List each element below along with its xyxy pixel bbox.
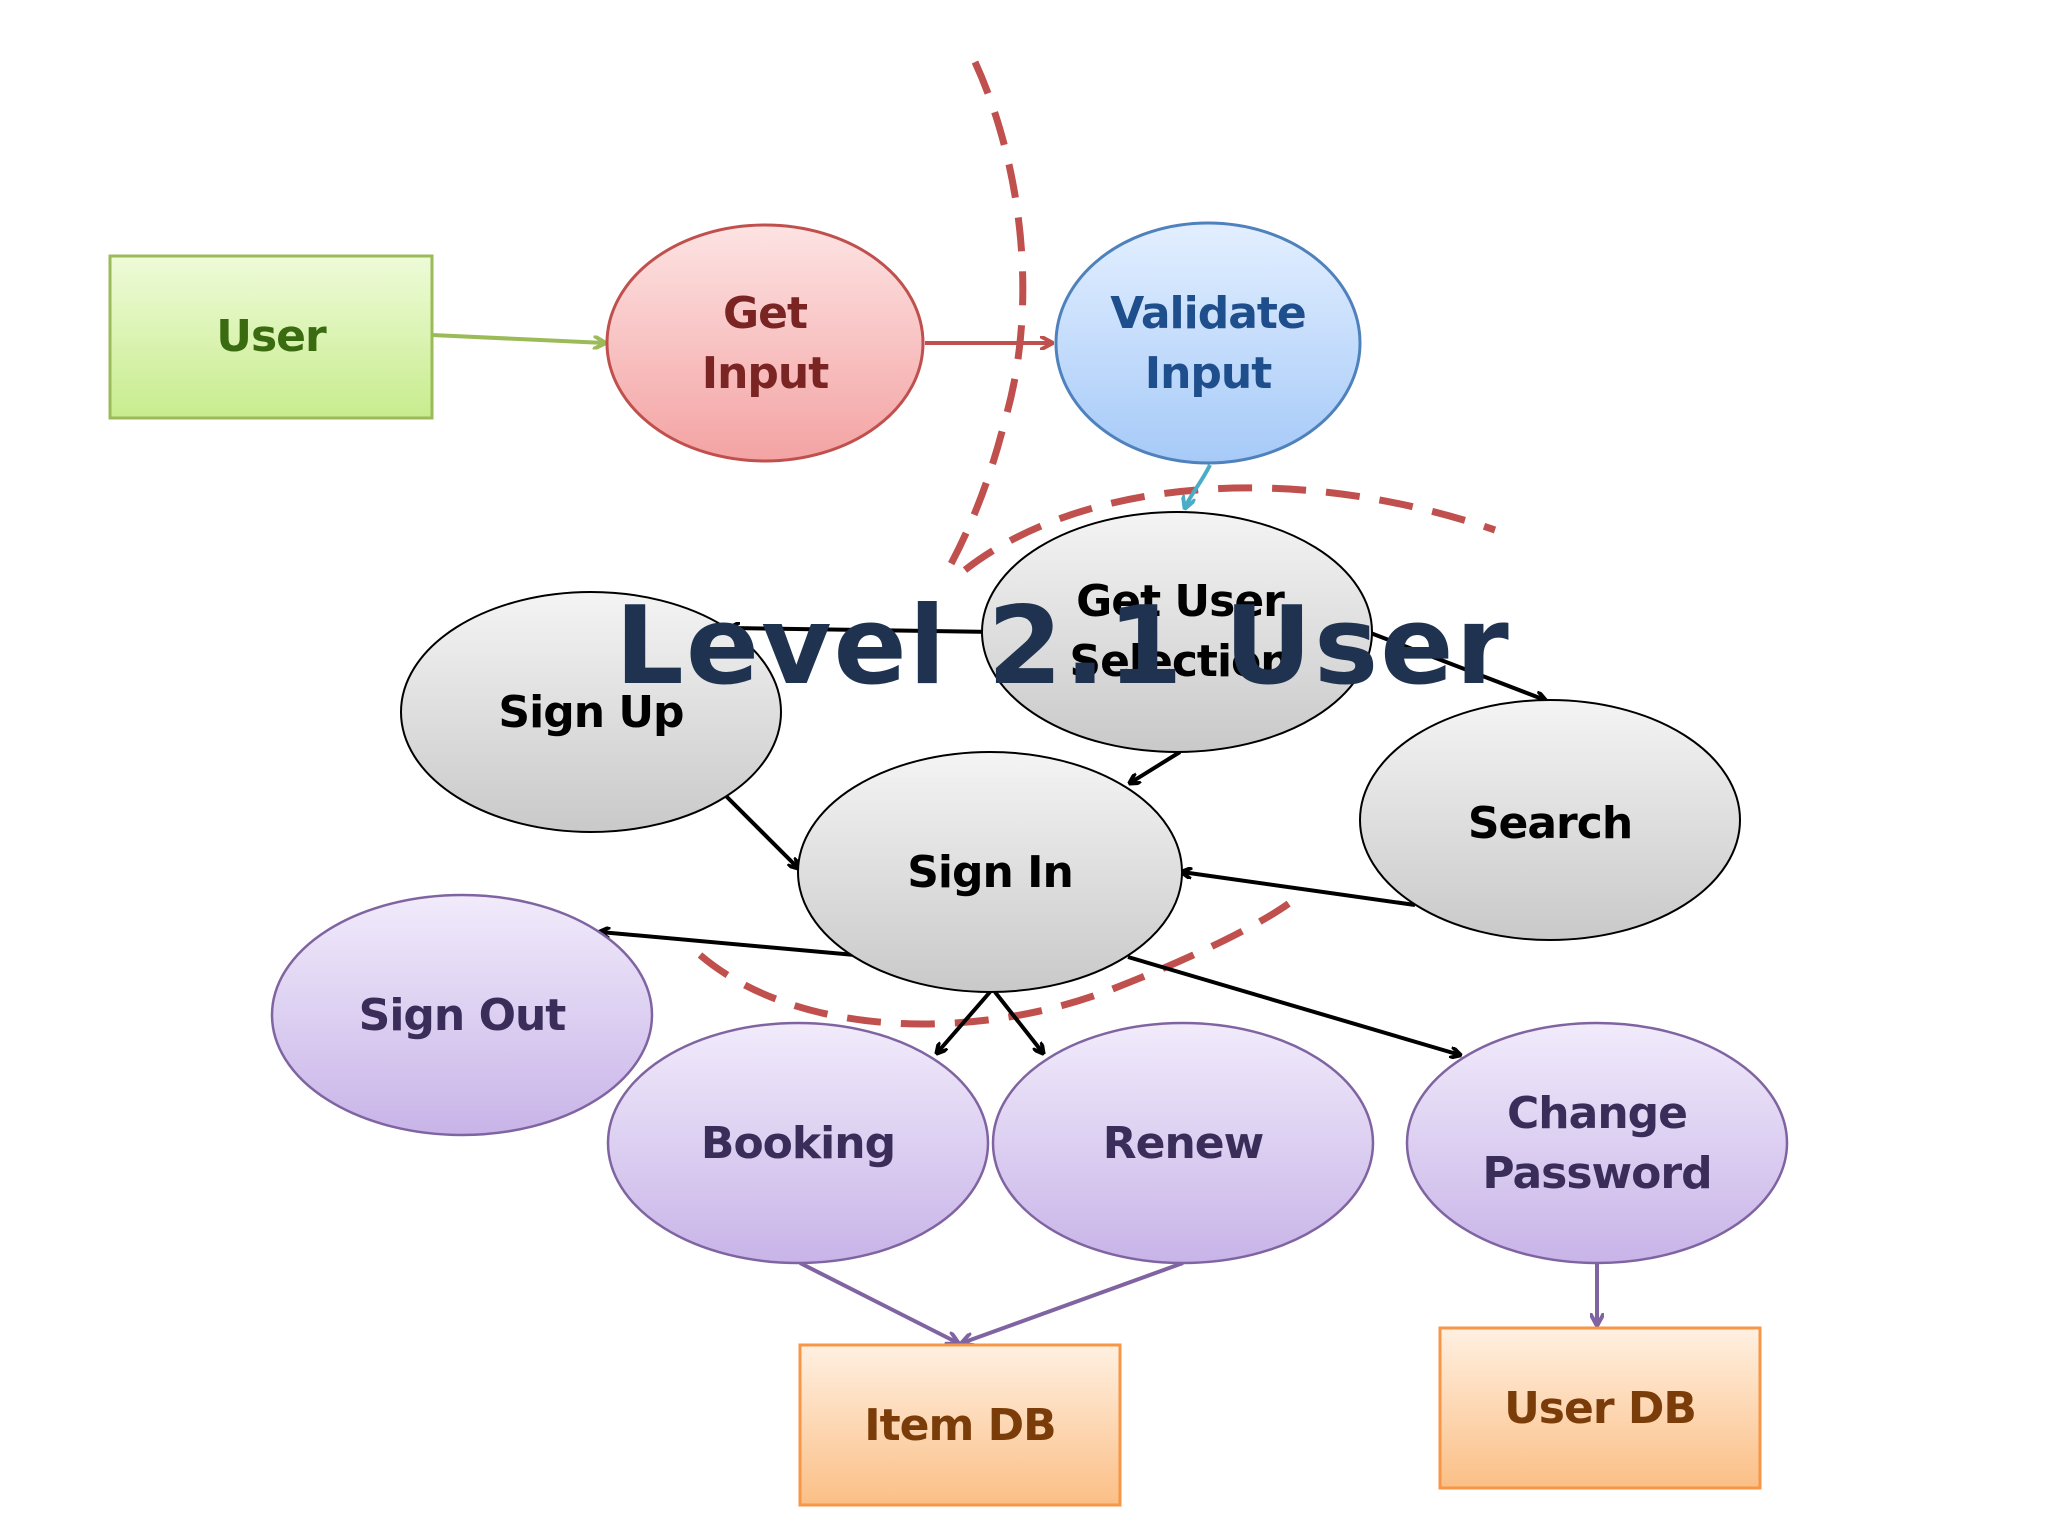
user-label: User: [216, 311, 327, 362]
renew-label: Renew: [1103, 1118, 1264, 1169]
sign-out-process: Sign Out: [270, 893, 654, 1137]
edge-booking-to-item-db: [799, 1261, 958, 1343]
boundary-curve-bottom: [697, 892, 1303, 1028]
sign-out-label: Sign Out: [359, 990, 567, 1041]
validate-input-label-line2: Input: [1145, 348, 1273, 399]
edge-sign-in-to-change-password: [1127, 955, 1460, 1055]
sign-up-process: Sign Up: [400, 591, 782, 833]
booking-label: Booking: [701, 1118, 895, 1169]
validate-input-label-line1: Validate: [1110, 288, 1306, 339]
edge-sign-in-to-sign-out: [600, 932, 856, 957]
user-db-label: User DB: [1504, 1383, 1696, 1434]
boundary-curve-vertical: [941, 60, 1027, 577]
user-entity: User: [108, 254, 434, 420]
search-process: Search: [1359, 699, 1741, 941]
get-user-selection-process: Get User Selection: [981, 511, 1373, 753]
item-db-store: Item DB: [798, 1343, 1122, 1507]
sign-up-label: Sign Up: [498, 687, 683, 738]
sign-in-label: Sign In: [907, 847, 1073, 898]
change-password-process: Change Password: [1405, 1021, 1789, 1265]
user-db-store: User DB: [1438, 1326, 1762, 1490]
get-user-selection-label-line2: Selection: [1069, 636, 1290, 687]
edge-validate-to-selection: [1185, 464, 1212, 508]
change-password-label-line1: Change: [1507, 1088, 1687, 1139]
get-input-label-line1: Get: [723, 288, 808, 339]
renew-process: Renew: [991, 1021, 1375, 1265]
edge-selection-to-sign-in: [1130, 750, 1182, 783]
edge-renew-to-item-db: [962, 1261, 1184, 1343]
item-db-label: Item DB: [864, 1400, 1055, 1451]
get-input-process: Get Input: [605, 223, 925, 463]
edge-sign-in-to-booking: [937, 990, 992, 1053]
edge-selection-to-search: [1367, 630, 1545, 700]
search-label: Search: [1468, 798, 1632, 849]
edge-selection-to-sign-up: [730, 628, 996, 632]
edge-sign-up-to-sign-in: [723, 793, 798, 868]
sign-in-process: Sign In: [797, 751, 1183, 993]
get-user-selection-label-line1: Get User: [1076, 576, 1285, 627]
get-input-label-line2: Input: [702, 348, 830, 399]
change-password-label-line2: Password: [1482, 1148, 1711, 1199]
edge-sign-in-to-renew: [993, 990, 1043, 1053]
edge-user-to-get-input: [431, 333, 605, 343]
booking-process: Booking: [606, 1021, 990, 1265]
edge-search-to-sign-in: [1182, 872, 1416, 907]
slide-title: Level 2.1 User: [615, 584, 1511, 709]
validate-input-process: Validate Input: [1054, 221, 1362, 465]
